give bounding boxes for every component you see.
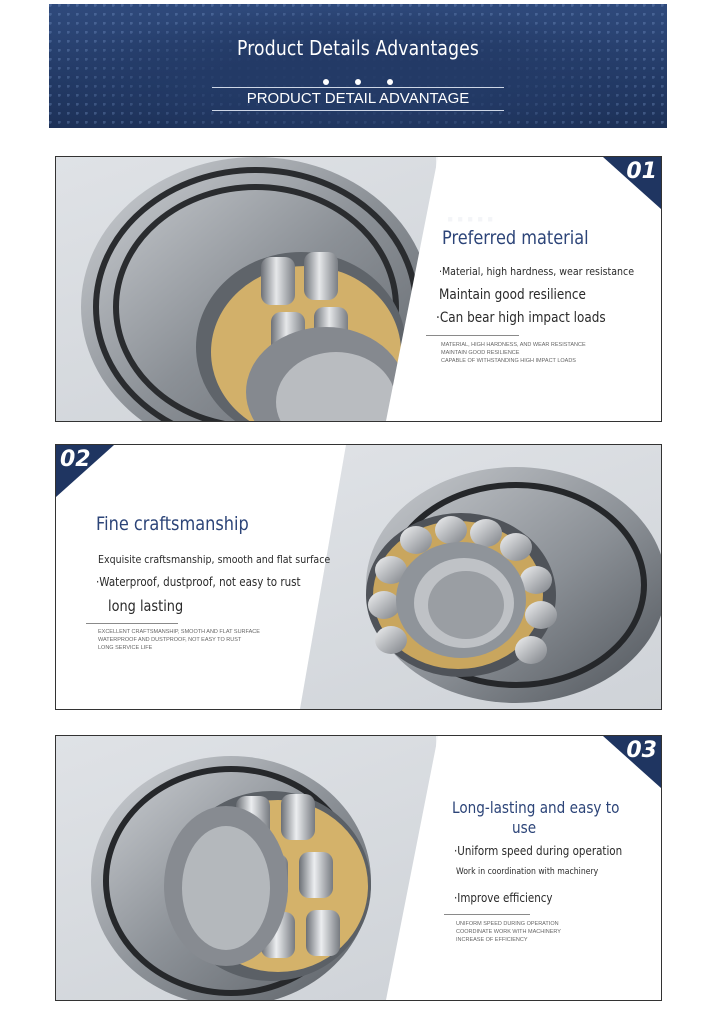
feature-panel-3: 03 Long-lasting and easy to use ·Uniform… (55, 735, 662, 1001)
divider-1 (426, 335, 519, 336)
section-number-3: 03 (626, 738, 657, 763)
cylindrical-roller-bearing-image (366, 467, 661, 703)
feature-line-1-2: Maintain good resilience (439, 287, 586, 303)
page-subtitle: PRODUCT DETAIL ADVANTAGE (212, 87, 504, 111)
section-heading-1: Preferred material (442, 227, 589, 249)
fine-print-1: MATERIAL, HIGH HARDNESS, AND WEAR RESIST… (441, 342, 586, 364)
decorative-dots (49, 72, 667, 90)
section-heading-3b: use (512, 818, 537, 837)
feature-line-2-1: Exquisite craftsmanship, smooth and flat… (98, 553, 331, 566)
section-heading-2: Fine craftsmanship (96, 513, 249, 535)
text-column-3 (386, 736, 661, 1000)
section-number-2: 02 (60, 447, 91, 472)
number-badge-3 (603, 736, 661, 788)
page-title: Product Details Advantages (236, 36, 480, 60)
number-badge-1 (603, 157, 661, 209)
number-badge-2 (56, 445, 114, 497)
feature-line-3-2: Work in coordination with machinery (456, 867, 599, 877)
section-number-1: 01 (626, 159, 657, 184)
divider-2 (86, 623, 178, 624)
text-column-1 (386, 157, 661, 421)
feature-panel-2: 02 Fine craftsmanship Exquisite craftsma… (55, 444, 662, 710)
feature-line-3-3: ·Improve efficiency (454, 891, 553, 905)
fine-print-3: UNIFORM SPEED DURING OPERATION COORDINAT… (456, 921, 561, 943)
bearing-photo-1 (56, 157, 436, 421)
spherical-roller-bearing-image-2 (91, 756, 371, 1000)
spherical-roller-bearing-image (81, 157, 431, 421)
feature-panel-1: ····· 01 Preferred material ·Material, h… (55, 156, 662, 422)
fine-print-2: EXCELLENT CRAFTSMANSHIP, SMOOTH AND FLAT… (98, 629, 260, 651)
divider-3 (444, 914, 530, 915)
header-banner: Product Details Advantages PRODUCT DETAI… (49, 4, 667, 128)
feature-line-1-1: ·Material, high hardness, wear resistanc… (439, 265, 635, 278)
section-heading-3a: Long-lasting and easy to (452, 798, 620, 817)
bearing-photo-2 (286, 445, 661, 709)
text-column-2 (56, 445, 346, 709)
feature-line-3-1: ·Uniform speed during operation (454, 844, 623, 858)
feature-line-2-2: ·Waterproof, dustproof, not easy to rust (96, 575, 301, 589)
feature-line-1-3: ·Can bear high impact loads (436, 310, 606, 326)
bearing-photo-3 (56, 736, 436, 1000)
feature-line-2-3: long lasting (108, 597, 184, 615)
